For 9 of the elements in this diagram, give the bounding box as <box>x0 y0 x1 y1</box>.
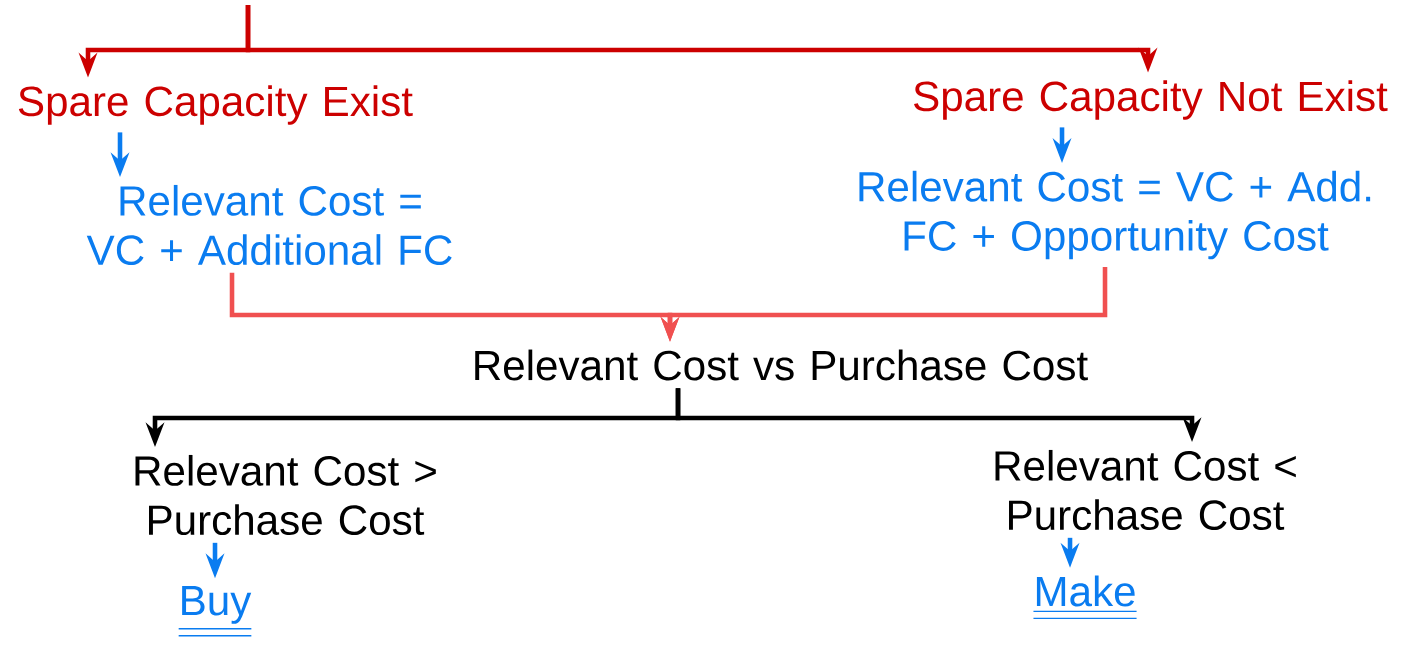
decision-text: Make <box>1032 575 1138 620</box>
comparison-text: Relevant Cost vs Purchase Cost <box>475 349 1088 381</box>
formula-text: Relevant Cost = VC + Additional FC <box>86 184 452 266</box>
formula-text: Relevant Cost = VC + Add. FC + Opportunity Cost <box>859 170 1371 260</box>
decision-text: Buy <box>177 586 253 637</box>
comparison-text: Relevant Cost < Purchase Cost <box>995 449 1296 531</box>
condition-text: Spare Capacity Exist <box>18 85 413 125</box>
condition-text: Spare Capacity Not Exist <box>914 80 1388 120</box>
comparison-text: Relevant Cost > Purchase Cost <box>135 454 436 536</box>
